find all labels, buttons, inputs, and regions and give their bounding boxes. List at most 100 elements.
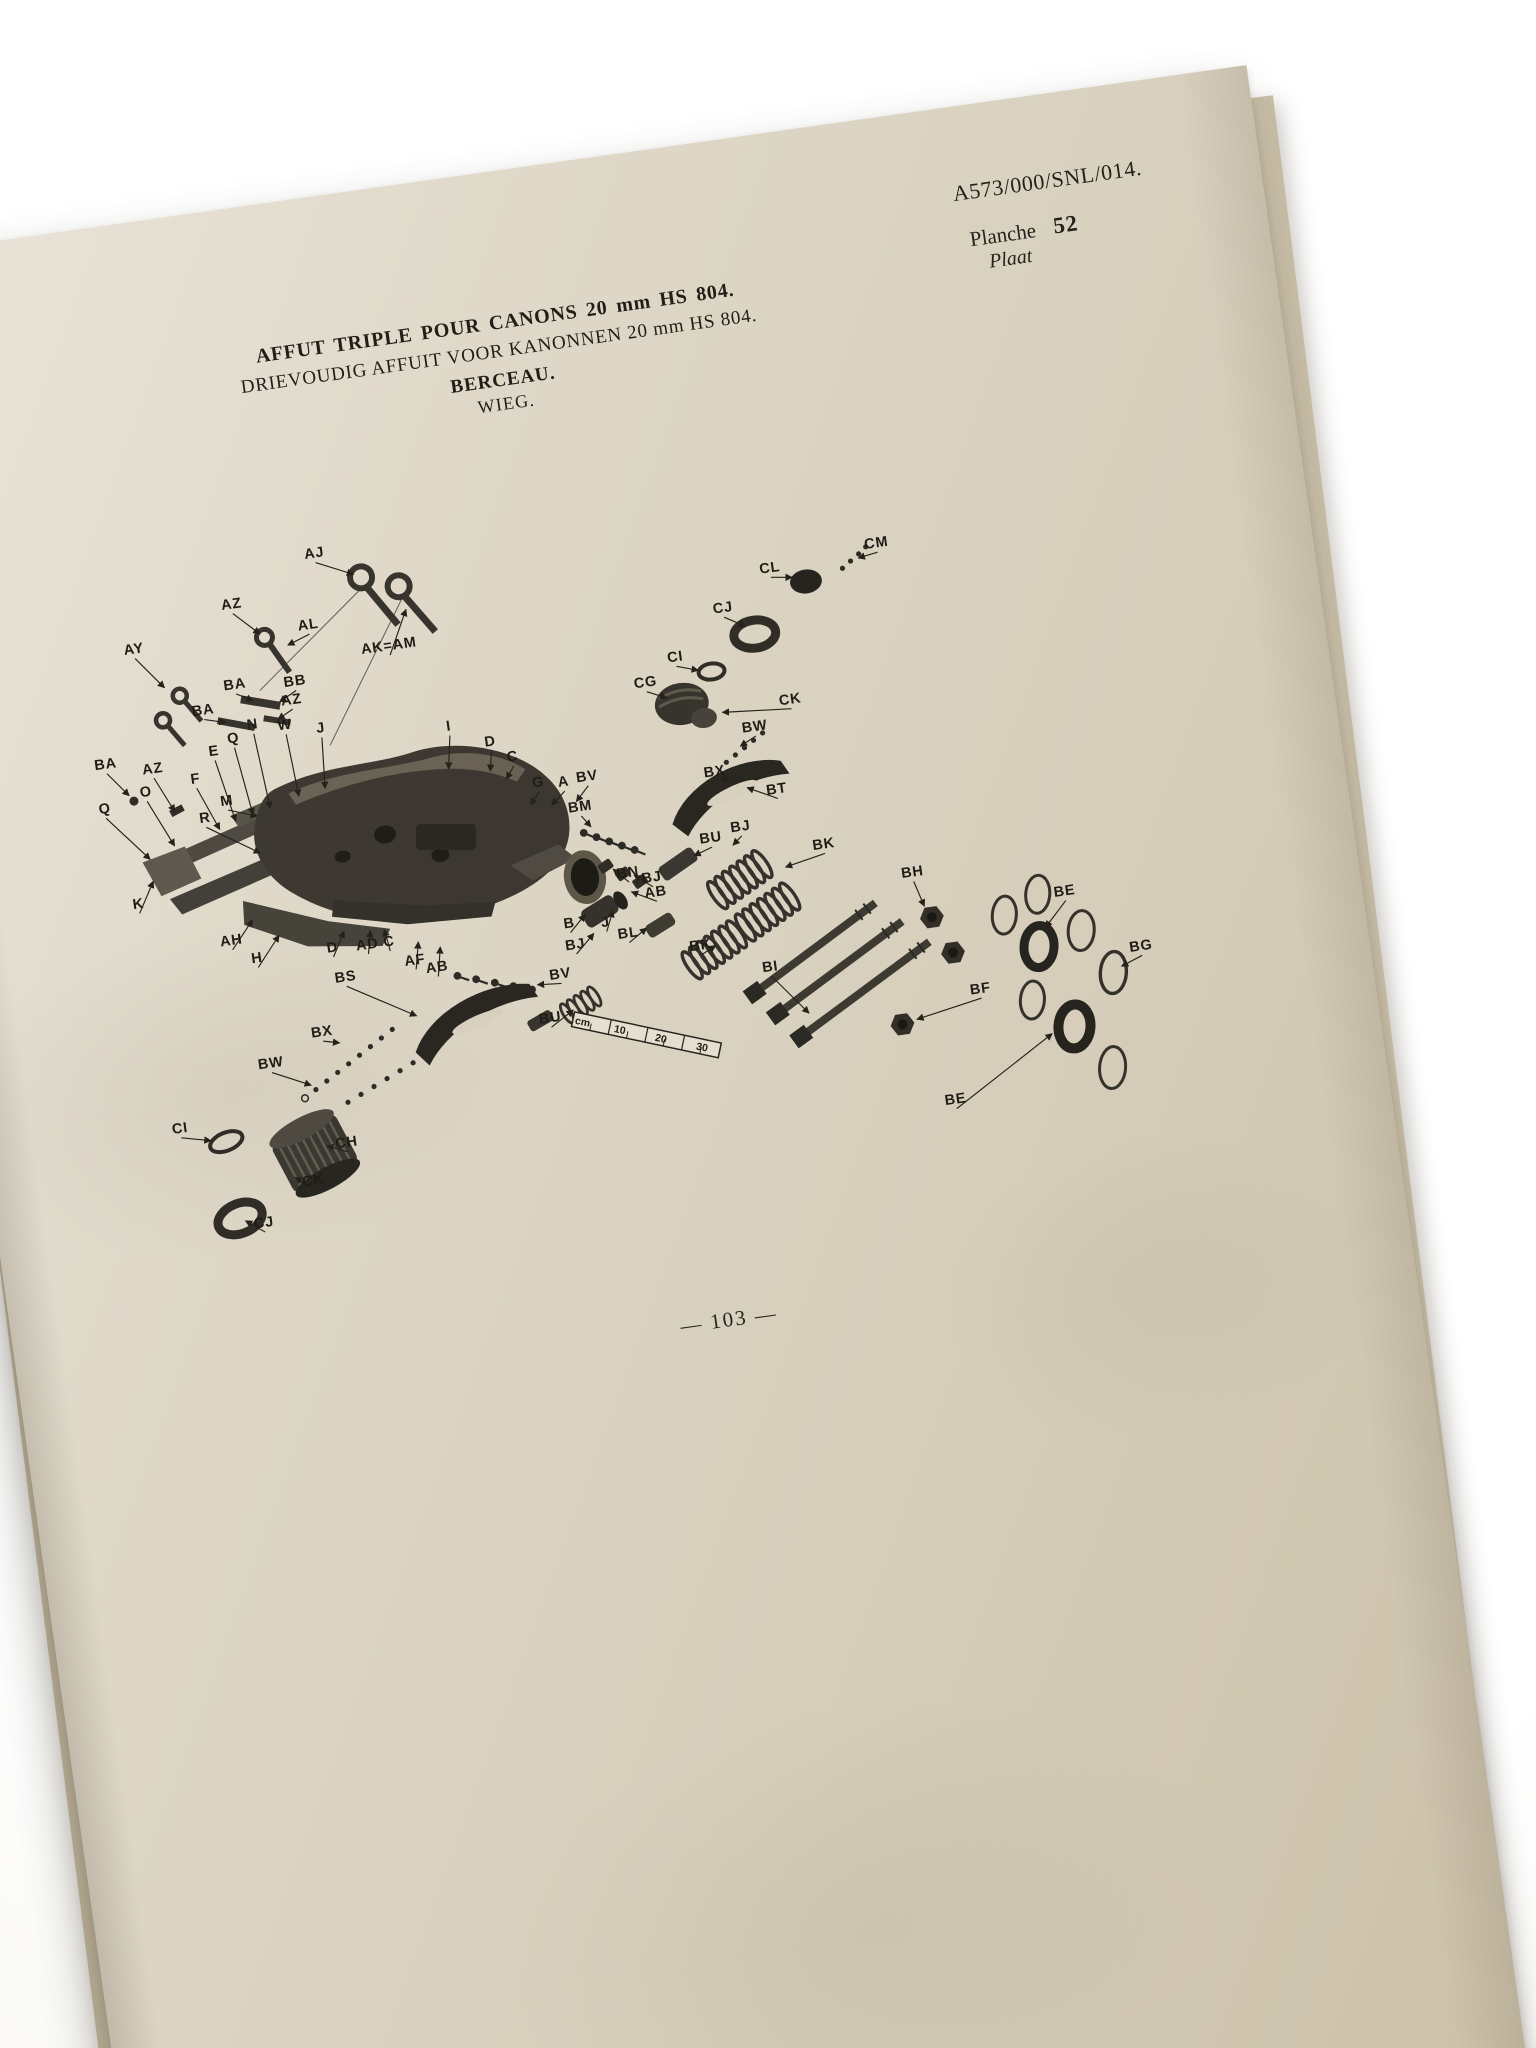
leader-line xyxy=(294,1176,316,1191)
hex-nuts xyxy=(890,906,965,1036)
part-label-bj: BJ xyxy=(729,818,751,837)
scale-unit: cm xyxy=(574,1015,591,1030)
part-label-bx: BX xyxy=(310,1023,334,1042)
part-label-q: Q xyxy=(226,730,240,748)
part-label-h: H xyxy=(250,950,263,967)
part-label-c: C xyxy=(506,748,519,765)
part-label-ci: CI xyxy=(666,648,684,666)
leader-line xyxy=(536,980,562,989)
leader-line xyxy=(445,735,453,770)
long-bolts xyxy=(742,899,932,1049)
part-label-ak=am: AK=AM xyxy=(360,634,418,658)
leader-line xyxy=(1120,954,1143,967)
part-label-bn: BN xyxy=(616,864,641,883)
leader-line xyxy=(771,573,793,582)
part-label-ba: BA xyxy=(93,755,118,774)
part-label-bx: BX xyxy=(703,763,727,782)
construction-lines xyxy=(259,586,403,746)
leader-lines xyxy=(105,551,1143,1233)
buffer-plungers xyxy=(527,847,698,1032)
leader-line xyxy=(204,717,227,726)
part-label-ab: AB xyxy=(643,883,668,902)
title-block: AFFUT TRIPLE POUR CANONS 20 mm HS 804. D… xyxy=(206,272,795,455)
part-label-m: M xyxy=(219,792,234,810)
part-label-c: C xyxy=(382,933,395,950)
part-label-bu: BU xyxy=(538,1009,563,1028)
part-label-ck: CK xyxy=(301,1171,326,1190)
eye-bolt-group xyxy=(153,563,438,748)
part-label-bj: BJ xyxy=(564,936,586,955)
leader-line xyxy=(285,734,302,797)
leader-line xyxy=(277,708,294,720)
leader-line xyxy=(181,1136,212,1144)
leader-line xyxy=(146,801,176,847)
leader-line xyxy=(629,927,648,943)
part-label-j: J xyxy=(600,914,611,931)
leader-line xyxy=(233,747,255,816)
leader-line xyxy=(916,997,982,1021)
leader-line xyxy=(436,946,444,977)
part-label-r: R xyxy=(198,810,211,827)
leader-line xyxy=(320,737,329,790)
leader-line xyxy=(214,760,238,822)
leader-line xyxy=(366,929,374,955)
leader-line xyxy=(323,1038,341,1046)
part-label-cg: CG xyxy=(633,673,658,692)
leader-line xyxy=(580,815,592,828)
leader-line xyxy=(575,785,589,803)
page-number: — 103 — xyxy=(678,1300,780,1339)
leader-line xyxy=(326,1143,349,1153)
scale-tick-10: 10 xyxy=(613,1023,627,1037)
part-label-cm: CM xyxy=(863,534,889,553)
leader-line xyxy=(646,691,668,700)
part-label-ad: AD xyxy=(355,936,380,955)
leader-line xyxy=(913,881,926,907)
leader-line xyxy=(414,941,422,970)
leader-line xyxy=(570,913,586,934)
leader-line xyxy=(206,826,262,854)
plate-number: 52 xyxy=(1051,210,1080,239)
leader-line xyxy=(771,975,810,1014)
leader-line xyxy=(606,909,615,932)
part-label-bh: BH xyxy=(900,863,925,882)
leader-line xyxy=(732,835,743,846)
bushing-cluster xyxy=(208,983,539,1240)
leader-line xyxy=(630,890,658,902)
part-label-d: D xyxy=(484,733,497,750)
part-label-aj: AJ xyxy=(303,544,325,563)
part-label-bj: BJ xyxy=(641,869,663,888)
part-label-bf: BF xyxy=(969,980,992,999)
leader-line xyxy=(232,613,261,635)
leader-line xyxy=(633,874,654,888)
leader-line xyxy=(723,616,747,628)
plate-block: Planche Plaat 52 xyxy=(968,210,1083,276)
leader-line xyxy=(382,928,391,952)
part-label-al: AL xyxy=(297,616,320,635)
part-label-be: BE xyxy=(1053,882,1077,901)
leader-line xyxy=(701,945,717,956)
plate-labels: Planche Plaat xyxy=(968,218,1041,276)
leader-line xyxy=(232,919,254,951)
leader-line xyxy=(784,852,826,869)
part-label-bw: BW xyxy=(257,1054,285,1073)
leader-line xyxy=(228,809,258,819)
leader-line xyxy=(551,790,566,806)
leader-line xyxy=(739,735,757,747)
leader-line xyxy=(253,733,273,809)
diagram-parts: cm 10 20 30 xyxy=(129,544,1129,1240)
leader-line xyxy=(486,750,495,773)
part-label-bl: BL xyxy=(617,924,640,943)
part-label-bi: BI xyxy=(761,958,779,976)
part-label-ck: CK xyxy=(778,690,803,709)
leader-line xyxy=(271,1072,312,1087)
part-label-bt: BT xyxy=(765,780,788,799)
seal-rings xyxy=(990,873,1129,1091)
scale-tick-20: 20 xyxy=(654,1032,668,1046)
part-label-bw: BW xyxy=(741,717,769,736)
part-label-bu: BU xyxy=(698,829,723,848)
cradle-body xyxy=(242,745,607,947)
part-label-bv: BV xyxy=(575,767,599,786)
leader-line xyxy=(506,765,515,780)
